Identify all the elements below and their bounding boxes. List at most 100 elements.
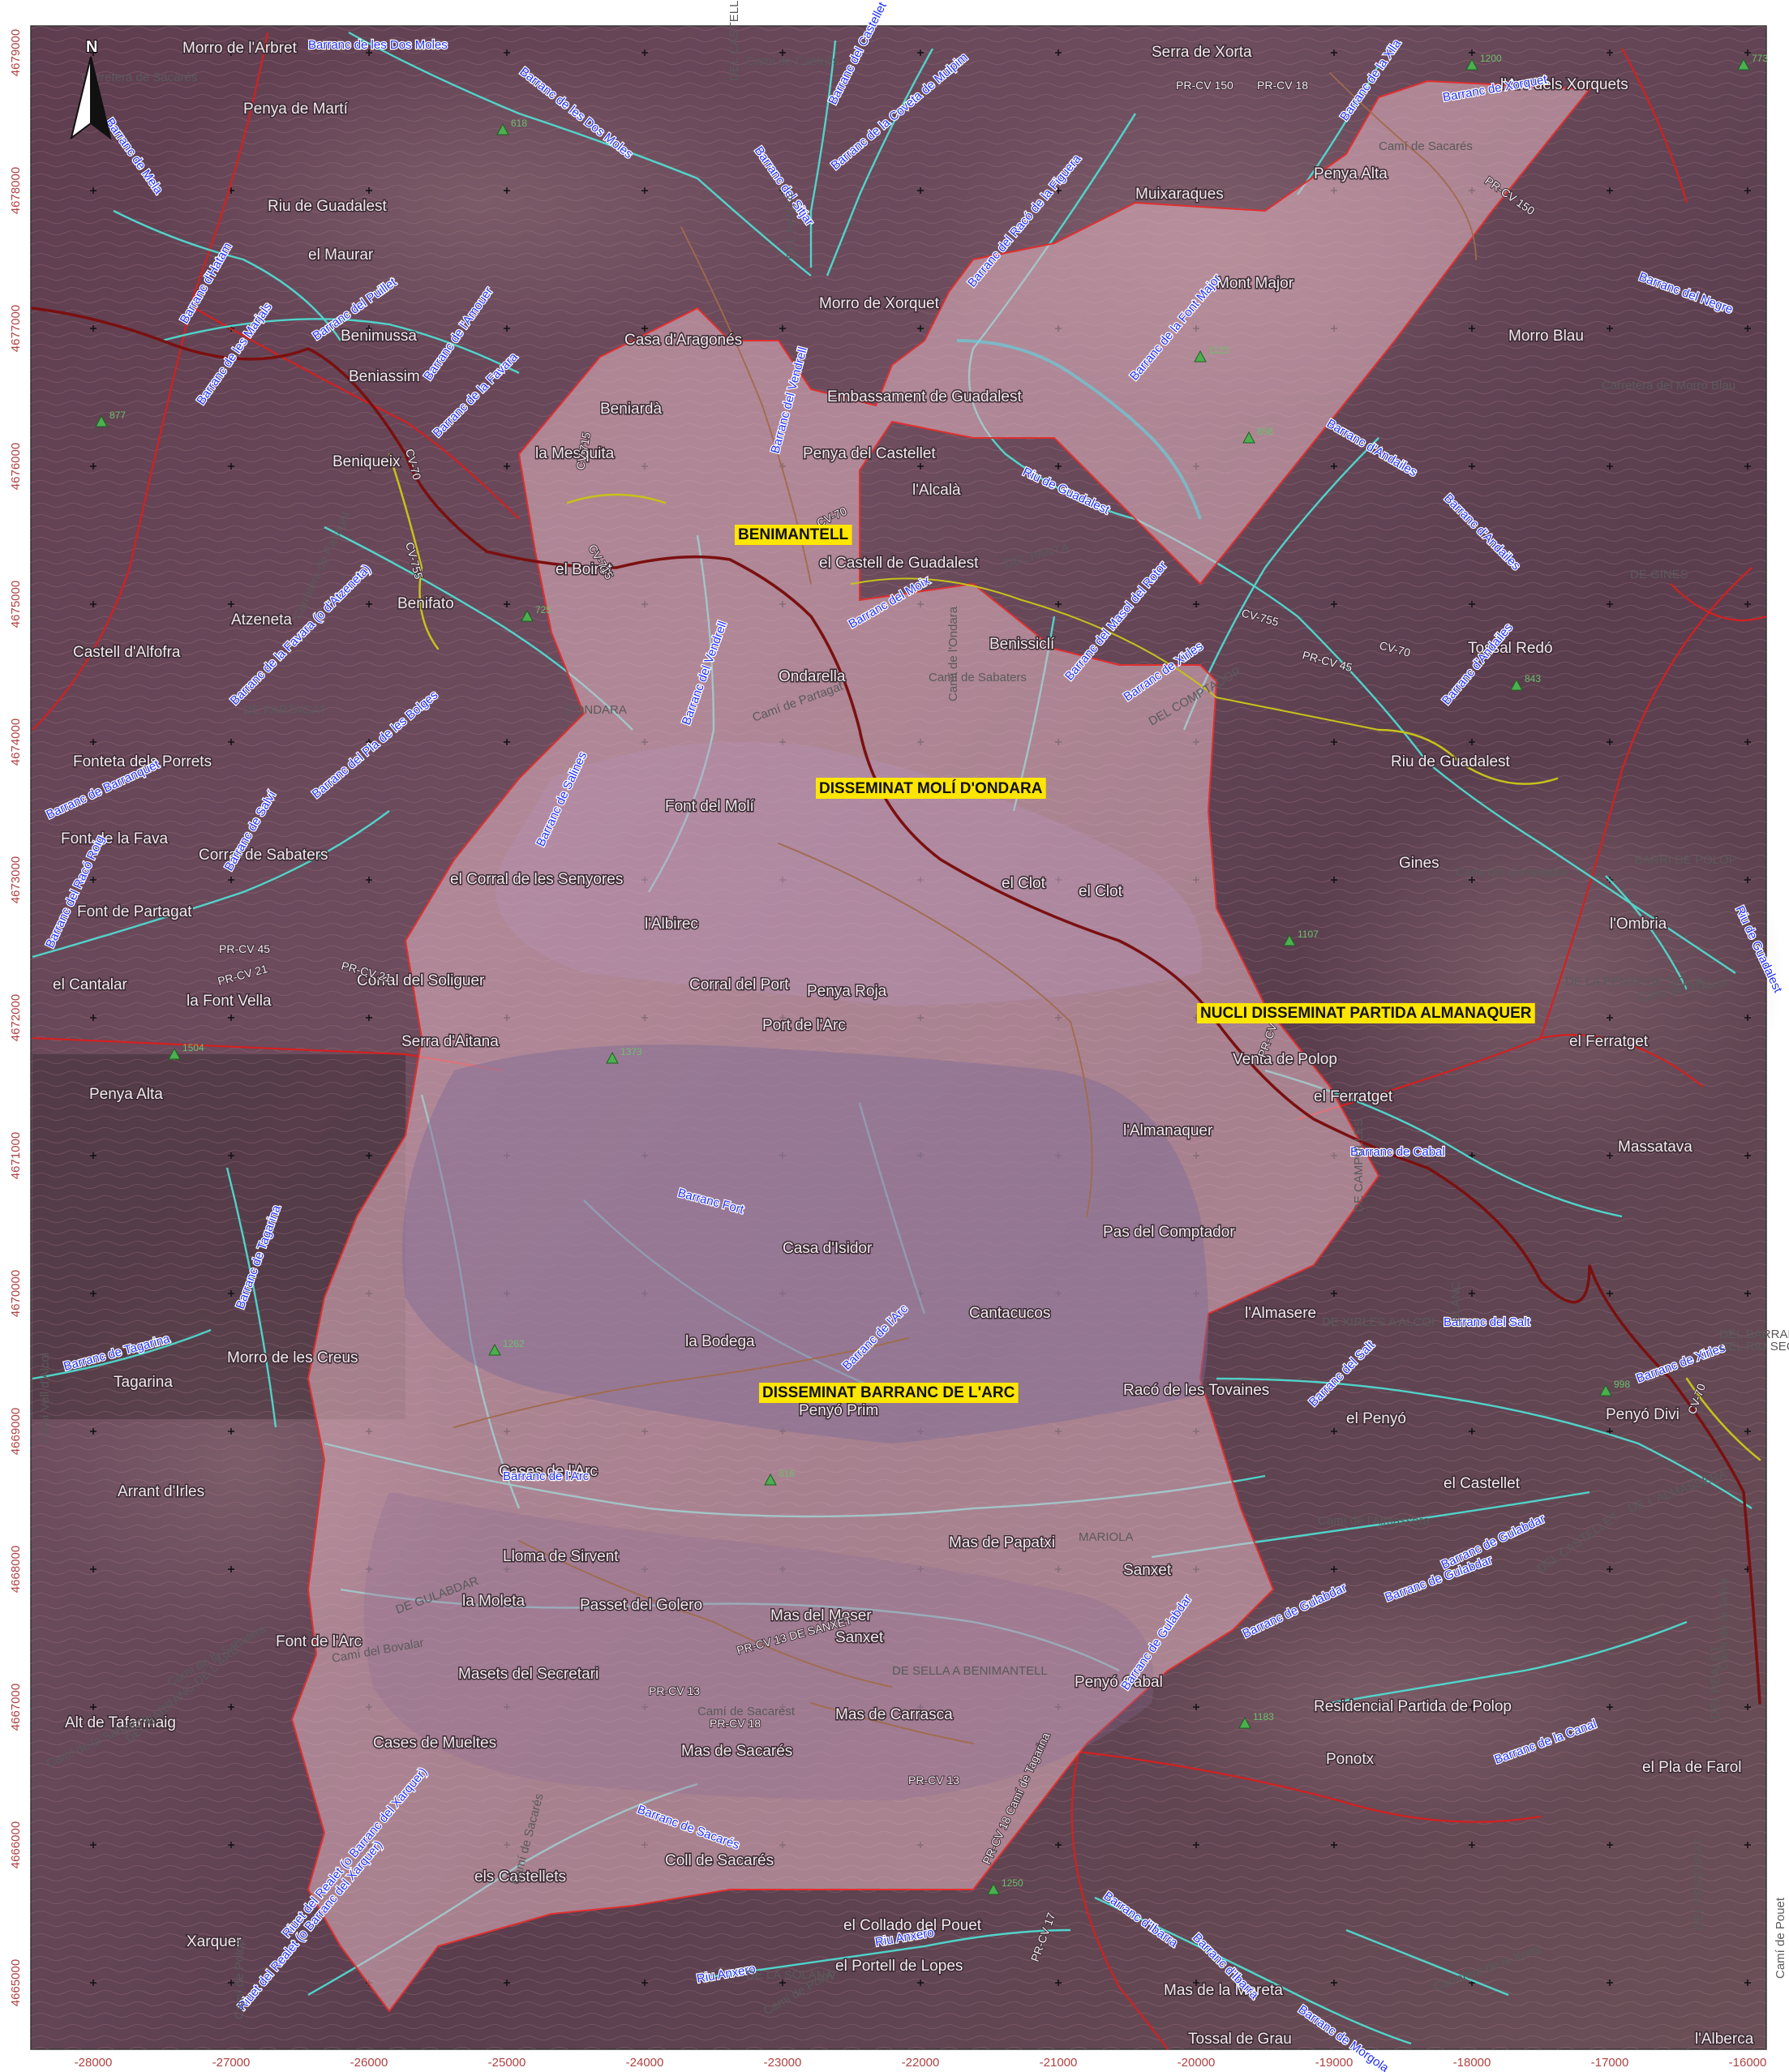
place-label: Penya Alta <box>89 1086 163 1103</box>
grid-cross <box>1331 739 1337 745</box>
grid-cross <box>1607 463 1613 470</box>
grid-cross <box>90 187 97 194</box>
road-name-label: DE XIRLES A ALCOI <box>1322 1315 1435 1329</box>
grid-cross <box>1469 1842 1475 1848</box>
peak-marker <box>1242 431 1255 444</box>
place-label: l'Albirec <box>645 916 698 933</box>
place-label: l'Almasere <box>1245 1305 1316 1322</box>
place-label: Sanxet <box>835 1629 884 1646</box>
road-name-label: Camí de l'Ondara <box>946 606 960 701</box>
y-tick-label: 4677000 <box>9 305 23 352</box>
grid-cross <box>504 1980 510 1986</box>
place-label: Morro de Xorquet <box>819 295 940 312</box>
place-label: Mas de Papatxi <box>949 1534 1055 1551</box>
road-name-label: Camí de la Selva <box>1717 1577 1731 1671</box>
road-name-label: Camí de Sacarest <box>697 1705 796 1718</box>
route-label: PR-CV 13 <box>908 1774 959 1787</box>
grid-cross <box>641 1980 648 1986</box>
place-label: Massatava <box>1618 1139 1692 1156</box>
peak-elevation-label: 998 <box>1614 1379 1630 1390</box>
place-label: Riu de Guadalest <box>268 198 388 215</box>
x-tick-label: -18000 <box>1453 2056 1491 2070</box>
place-label: el Corral de les Senyores <box>450 871 623 888</box>
y-tick-label: 4678000 <box>9 167 23 214</box>
nucleus-highlight <box>816 778 1046 799</box>
grid-cross <box>1331 49 1337 56</box>
grid-cross <box>1744 187 1751 194</box>
place-label: Masets del Secretari <box>458 1666 598 1683</box>
place-label: l'Arc dels Xorquets <box>1500 76 1628 93</box>
road-name-label: Camí de Pouet <box>1774 1897 1787 1979</box>
x-tick-label: -20000 <box>1178 2056 1216 2070</box>
road-name-label: Camí de Castells <box>746 54 839 68</box>
place-label: Alt de Tafarmaig <box>65 1714 176 1731</box>
place-label: Cases de Mueltes <box>373 1735 496 1752</box>
place-label: Casa d'Aragonés <box>624 332 742 349</box>
grid-cross <box>1193 601 1199 607</box>
grid-cross <box>90 1428 97 1435</box>
grid-cross <box>90 1980 97 1986</box>
peak-marker <box>1238 1716 1251 1729</box>
place-label: Beniassim <box>349 368 420 385</box>
grid-cross <box>1607 1566 1613 1572</box>
road-name-label: Camí de Polop <box>233 1939 247 2019</box>
grid-cross <box>1193 1842 1199 1848</box>
y-tick-label: 4672000 <box>9 994 23 1041</box>
place-label: el Castell de Guadalest <box>819 555 979 572</box>
peak-elevation-label: 843 <box>1525 673 1541 684</box>
grid-cross <box>366 1015 372 1021</box>
place-label: el Penyó <box>1346 1410 1406 1427</box>
planning-zone <box>290 79 1592 2013</box>
grid-cross <box>228 1842 234 1848</box>
grid-cross <box>228 601 234 607</box>
place-label: Penya del Castellet <box>803 445 936 462</box>
place-label: el Clot <box>1079 883 1123 900</box>
grid-cross <box>1193 1704 1199 1710</box>
grid-cross <box>90 739 97 745</box>
place-label: Beniardà <box>600 401 662 418</box>
road-name-label: DE GINES <box>1630 568 1688 581</box>
grid-cross <box>228 1428 234 1435</box>
place-label: el Cantalar <box>53 976 128 993</box>
peak-marker <box>1510 678 1523 691</box>
grid-cross <box>917 49 924 56</box>
peak-elevation-label: 1183 <box>1253 1711 1274 1722</box>
place-label: Venta de Polop <box>1233 1051 1337 1068</box>
grid-cross <box>90 325 97 332</box>
place-label: el Collado del Pouet <box>843 1917 982 1934</box>
grid-cross <box>90 601 97 607</box>
nucleus-highlight <box>735 525 852 545</box>
place-label: Penya Roja <box>807 983 887 1000</box>
lower-massif-shading <box>363 1492 1154 1800</box>
grid-cross <box>1331 1704 1337 1710</box>
grid-cross <box>366 1152 372 1159</box>
grid-cross <box>228 739 234 745</box>
y-tick-label: 4671000 <box>9 1132 23 1179</box>
x-tick-label: -25000 <box>488 2056 526 2070</box>
grid-cross <box>90 877 97 883</box>
peak-elevation-label: 1250 <box>1002 1877 1023 1889</box>
y-tick-label: 4675000 <box>9 581 23 628</box>
grid-cross <box>90 463 97 470</box>
grid-cross <box>504 325 510 332</box>
grid-cross <box>1469 739 1475 745</box>
x-tick-label: -28000 <box>75 2056 113 2070</box>
grid-cross <box>1193 1980 1199 1986</box>
north-arrow-label: N <box>86 38 97 56</box>
place-label: Tagarina <box>114 1374 173 1391</box>
place-label: l'Ombria <box>1610 916 1667 933</box>
peak-marker <box>987 1882 1000 1895</box>
place-label: Morro de l'Arbret <box>182 40 298 57</box>
x-tick-label: -26000 <box>350 2056 388 2070</box>
grid-cross <box>366 49 372 56</box>
nucleus-highlight <box>1197 1003 1535 1023</box>
route-label: PR-CV 45 <box>219 942 270 955</box>
place-label: Corral del Port <box>689 976 789 993</box>
grid-cross <box>366 187 372 194</box>
grid-cross <box>1055 601 1062 607</box>
grid-cross <box>641 187 648 194</box>
grid-cross <box>1744 1428 1751 1435</box>
x-tick-label: -27000 <box>212 2056 251 2070</box>
road-name-label: BARRI DE POLOP <box>1634 853 1737 867</box>
grid-cross <box>1469 877 1475 883</box>
